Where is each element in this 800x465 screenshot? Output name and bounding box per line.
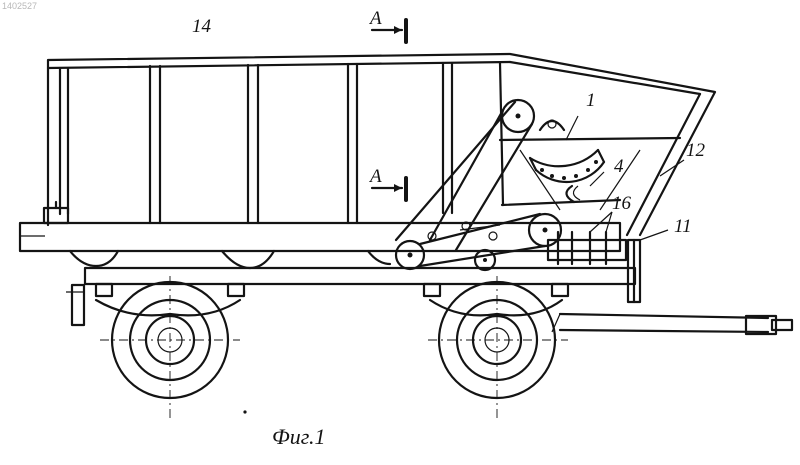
section-letter-top: A (368, 8, 382, 29)
label-1: 1 (586, 90, 596, 111)
label-11: 11 (674, 216, 692, 237)
front-wheel (100, 276, 240, 420)
sill-supports (70, 251, 390, 268)
label-4: 4 (614, 156, 624, 177)
drawbar (552, 314, 792, 334)
label-16: 16 (612, 193, 632, 214)
label-12: 12 (686, 140, 706, 161)
section-mark-top: A (368, 8, 406, 42)
drum-ring (530, 150, 598, 166)
section-mark-middle: A (368, 166, 406, 200)
section-letter-middle: A (368, 166, 382, 187)
body-posts (60, 63, 503, 223)
chassis (66, 240, 640, 325)
figure-caption: Фиг.1 (272, 424, 326, 449)
label-14: 14 (192, 16, 212, 37)
rear-wheel (428, 276, 568, 420)
watermark: 1402527 (2, 1, 37, 11)
